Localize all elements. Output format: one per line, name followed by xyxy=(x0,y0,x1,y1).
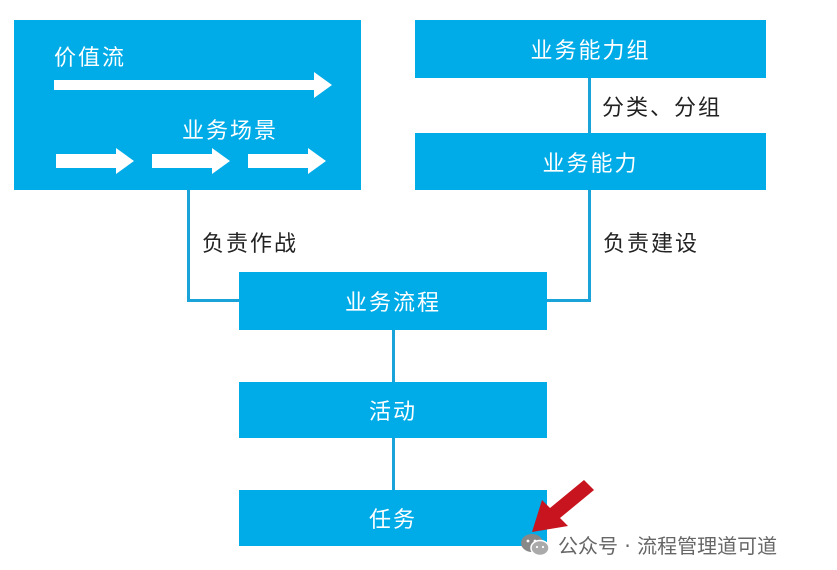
scenario-arrow-2 xyxy=(152,148,230,174)
scenario-arrow-3 xyxy=(248,148,326,174)
activity-box: 活动 xyxy=(239,382,547,438)
connector-process-to-activity xyxy=(392,330,395,382)
watermark-text: 公众号 · 流程管理道可道 xyxy=(558,534,778,558)
value-stream-title: 价值流 xyxy=(54,46,127,71)
process-box: 业务流程 xyxy=(239,272,547,330)
connector-valuestream-down xyxy=(187,190,190,302)
red-pointer-arrow-icon xyxy=(532,480,594,532)
connector-valuestream-to-process xyxy=(187,299,239,302)
capability-group-box: 业务能力组 xyxy=(415,20,766,78)
connector-capability-down xyxy=(588,190,591,302)
capability-label: 业务能力 xyxy=(542,151,639,177)
watermark: 公众号 · 流程管理道可道 xyxy=(520,530,777,559)
activity-label: 活动 xyxy=(368,400,417,425)
wechat-icon xyxy=(521,533,550,556)
responsible-combat-label: 负责作战 xyxy=(202,232,299,257)
connector-activity-to-task xyxy=(392,438,395,490)
connector-capability-to-process xyxy=(547,299,591,302)
business-scenario-label: 业务场景 xyxy=(182,119,279,144)
process-label: 业务流程 xyxy=(344,291,441,316)
capability-group-label: 业务能力组 xyxy=(530,39,651,64)
task-box: 任务 xyxy=(239,490,547,546)
task-label: 任务 xyxy=(368,508,417,533)
classify-group-label: 分类、分组 xyxy=(602,96,723,121)
value-stream-box: 价值流 业务场景 xyxy=(14,20,361,190)
value-stream-long-arrow xyxy=(54,72,332,98)
connector-group-to-capability xyxy=(588,78,591,133)
responsible-build-label: 负责建设 xyxy=(603,232,700,257)
capability-box: 业务能力 xyxy=(415,133,766,190)
scenario-arrow-1 xyxy=(56,148,134,174)
